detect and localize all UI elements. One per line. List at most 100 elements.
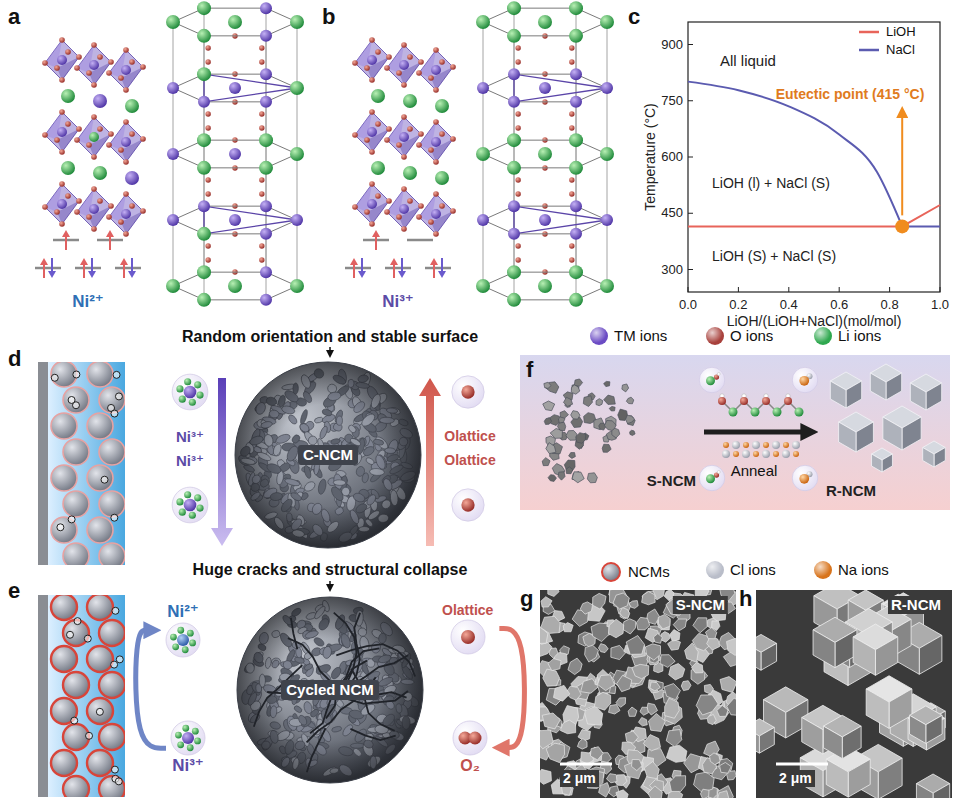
electron-diagram	[407, 239, 433, 242]
sem-image	[616, 790, 628, 798]
crystal-structure	[507, 293, 521, 307]
particle-cluster-shape	[557, 422, 565, 431]
crystal-structure	[260, 30, 272, 42]
sem-image	[704, 684, 713, 694]
crystal-structure	[435, 171, 449, 185]
process-panel	[520, 355, 950, 510]
particle-cluster-shape	[604, 395, 616, 404]
sem-image	[644, 762, 659, 779]
crystal-structure	[450, 208, 456, 214]
crystal-structure	[93, 94, 107, 108]
sem-image	[585, 645, 599, 662]
region-label: LiOH (S) + NaCl (S)	[712, 248, 836, 265]
crystal-structure	[569, 161, 583, 175]
sem-image	[626, 636, 644, 655]
axis-tick: 900	[661, 37, 683, 53]
crystal-structure	[229, 214, 241, 226]
electrode	[71, 717, 78, 724]
electron-diagram	[433, 263, 435, 278]
sem-image	[853, 637, 875, 675]
sem-image	[813, 630, 835, 668]
particle-cluster-shape	[883, 417, 902, 450]
crystal-structure	[97, 126, 103, 132]
crystal-structure	[121, 137, 131, 147]
crystal-structure	[77, 45, 111, 85]
electron-diagram	[385, 267, 411, 270]
ion-icon	[452, 376, 484, 408]
ion-icon	[451, 620, 485, 654]
phase-diagram	[895, 219, 909, 233]
crystal-structure	[259, 191, 264, 196]
edge-label: Anneal	[731, 462, 778, 480]
sem-image	[727, 698, 736, 715]
crystal-structure	[42, 60, 48, 66]
crystal-structure	[371, 89, 385, 103]
crystal-structure	[477, 82, 489, 94]
crystal-structure	[569, 125, 574, 130]
phase-diagram	[688, 100, 693, 101]
crystal-structure	[539, 214, 551, 226]
phase-diagram	[688, 44, 693, 45]
legend-label: Na ions	[838, 561, 889, 579]
particle-cluster-shape	[923, 448, 934, 468]
crystal-structure	[89, 132, 99, 142]
crystal-structure	[108, 131, 114, 137]
crystal-structure	[86, 214, 92, 220]
reaction-arrow	[136, 630, 166, 748]
crystal-structure	[205, 59, 210, 64]
phase-diagram	[940, 287, 941, 292]
ion-icon	[452, 489, 484, 521]
electrode	[99, 776, 125, 797]
sem-image	[744, 582, 952, 803]
electron-diagram	[75, 267, 101, 270]
process-panel	[718, 397, 726, 405]
sem-image	[710, 753, 721, 765]
ion-icon	[461, 498, 474, 511]
sem-image	[684, 754, 702, 773]
electrode	[63, 491, 89, 517]
electrode	[111, 766, 118, 773]
electrode	[99, 543, 125, 565]
crystal-structure	[59, 77, 65, 83]
crystal-structure	[419, 122, 453, 162]
crystal-structure	[369, 181, 375, 187]
crystal-structure	[259, 125, 264, 130]
crystal-structure	[369, 149, 375, 155]
particle-cluster-shape	[626, 397, 633, 404]
ncm-sphere-shape	[235, 362, 421, 548]
crystal-structure	[197, 29, 211, 43]
crystal-structure	[428, 75, 434, 81]
electrode	[51, 413, 77, 439]
crystal-structure	[387, 117, 421, 157]
crystal-structure	[42, 204, 48, 210]
sem-image	[878, 758, 902, 798]
particle-cluster: R-NCM	[822, 362, 948, 502]
crystal-structure	[118, 147, 124, 153]
crystal-structure	[57, 199, 67, 209]
ion-icon	[184, 491, 191, 498]
ion-icon	[170, 634, 177, 641]
ncm-sphere-shape	[291, 618, 297, 649]
crystal-structure	[431, 65, 441, 75]
crystal-structure	[59, 109, 65, 115]
crystal-structure	[431, 137, 441, 147]
crystal-structure	[45, 184, 79, 224]
crystal-structure	[569, 59, 574, 64]
axis-tick: 0.0	[679, 297, 697, 313]
sem-image	[842, 726, 861, 759]
process-panel	[784, 397, 792, 405]
crystal-structure	[259, 243, 264, 248]
electrode	[86, 732, 93, 739]
crystal-structure	[369, 77, 375, 83]
legend-label: TM ions	[614, 327, 667, 345]
crystal-structure	[173, 8, 297, 36]
crystal-structure	[483, 74, 607, 102]
panel-letter: c	[628, 4, 640, 30]
crystal-structure	[539, 82, 551, 94]
crystal-structure	[76, 126, 82, 132]
electrode	[38, 594, 125, 802]
crystal-structure	[198, 96, 210, 108]
crystal-structure	[396, 214, 402, 220]
crystal-structure	[508, 228, 520, 240]
